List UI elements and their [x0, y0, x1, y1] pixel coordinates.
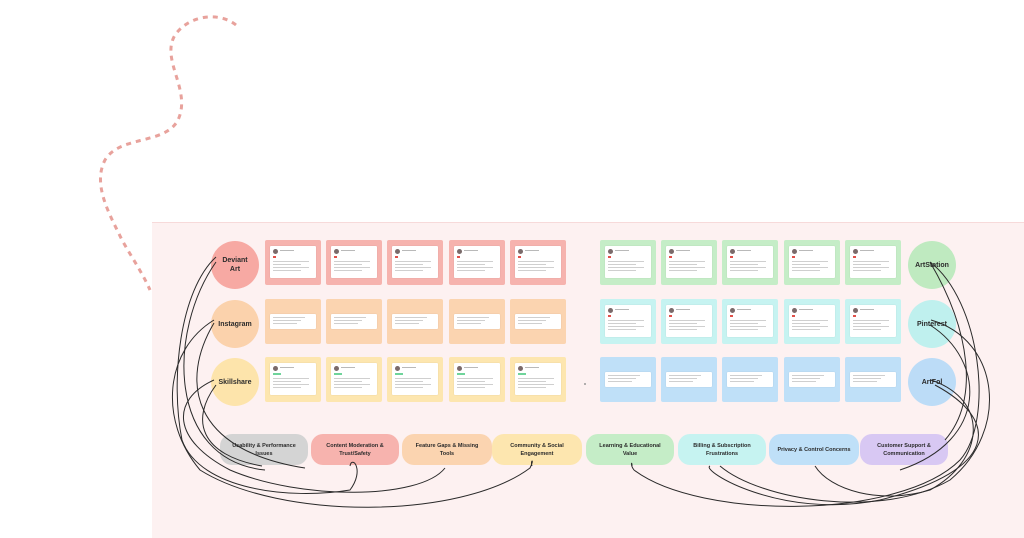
review-card-content	[789, 246, 835, 278]
avatar	[334, 249, 339, 254]
review-card[interactable]	[722, 240, 778, 285]
review-card[interactable]	[449, 299, 505, 344]
avatar	[334, 366, 339, 371]
avatar	[792, 249, 797, 254]
category-community[interactable]: Community & Social Engagement	[492, 434, 582, 465]
review-card[interactable]	[845, 299, 901, 344]
review-card-content	[666, 246, 712, 278]
review-card[interactable]	[265, 357, 321, 402]
platform-pinterest[interactable]: Pinterest	[908, 300, 956, 348]
avatar	[518, 249, 523, 254]
review-card-content	[515, 314, 561, 329]
category-usability[interactable]: Usability & Performance Issues	[220, 434, 308, 465]
review-card-content	[270, 246, 316, 278]
category-feature-gaps[interactable]: Feature Gaps & Missing Tools	[402, 434, 492, 465]
review-card-content	[331, 363, 377, 395]
avatar	[730, 308, 735, 313]
review-card-content	[850, 246, 896, 278]
review-card-content	[666, 372, 712, 387]
review-card[interactable]	[265, 240, 321, 285]
review-card[interactable]	[387, 357, 443, 402]
avatar	[853, 249, 858, 254]
separator-dot	[584, 383, 586, 385]
review-card[interactable]	[326, 240, 382, 285]
review-card[interactable]	[510, 357, 566, 402]
review-card-content	[850, 305, 896, 337]
review-card-content	[331, 314, 377, 329]
review-card[interactable]	[510, 299, 566, 344]
review-card-content	[270, 363, 316, 395]
review-card-content	[454, 314, 500, 329]
review-card[interactable]	[784, 240, 840, 285]
review-card[interactable]	[722, 357, 778, 402]
review-card[interactable]	[449, 357, 505, 402]
avatar	[608, 308, 613, 313]
review-card[interactable]	[722, 299, 778, 344]
review-card[interactable]	[387, 240, 443, 285]
review-card[interactable]	[845, 357, 901, 402]
category-billing[interactable]: Billing & Subscription Frustrations	[678, 434, 766, 465]
platform-artfol[interactable]: ArtFol	[908, 358, 956, 406]
review-card-content	[515, 363, 561, 395]
review-card-content	[605, 305, 651, 337]
category-learning[interactable]: Learning & Educational Value	[586, 434, 674, 465]
avatar	[730, 249, 735, 254]
review-card[interactable]	[265, 299, 321, 344]
review-card[interactable]	[661, 240, 717, 285]
avatar	[608, 249, 613, 254]
review-card-content	[392, 363, 438, 395]
review-card-content	[666, 305, 712, 337]
review-card-content	[454, 363, 500, 395]
avatar	[395, 366, 400, 371]
review-card-content	[850, 372, 896, 387]
avatar	[457, 249, 462, 254]
avatar	[273, 249, 278, 254]
review-card-content	[515, 246, 561, 278]
review-card-content	[605, 246, 651, 278]
platform-instagram[interactable]: Instagram	[211, 300, 259, 348]
avatar	[273, 366, 278, 371]
review-card-content	[727, 305, 773, 337]
platform-artstation[interactable]: ArtStation	[908, 241, 956, 289]
review-card-content	[270, 314, 316, 329]
avatar	[669, 249, 674, 254]
review-card[interactable]	[600, 357, 656, 402]
review-card[interactable]	[387, 299, 443, 344]
platform-deviantart[interactable]: Deviant Art	[211, 241, 259, 289]
review-card-content	[605, 372, 651, 387]
review-card[interactable]	[661, 299, 717, 344]
review-card-content	[454, 246, 500, 278]
review-card-content	[727, 372, 773, 387]
review-card[interactable]	[784, 299, 840, 344]
avatar	[792, 308, 797, 313]
review-card-content	[727, 246, 773, 278]
review-card-content	[331, 246, 377, 278]
avatar	[853, 308, 858, 313]
review-card[interactable]	[449, 240, 505, 285]
review-card-content	[789, 372, 835, 387]
review-card-content	[789, 305, 835, 337]
review-card[interactable]	[600, 240, 656, 285]
review-card[interactable]	[661, 357, 717, 402]
review-card[interactable]	[600, 299, 656, 344]
review-card[interactable]	[326, 357, 382, 402]
review-card-content	[392, 246, 438, 278]
review-card[interactable]	[510, 240, 566, 285]
review-card[interactable]	[784, 357, 840, 402]
review-card[interactable]	[326, 299, 382, 344]
avatar	[518, 366, 523, 371]
category-privacy[interactable]: Privacy & Control Concerns	[769, 434, 859, 465]
avatar	[669, 308, 674, 313]
review-card[interactable]	[845, 240, 901, 285]
review-card-content	[392, 314, 438, 329]
category-support[interactable]: Customer Support & Communication	[860, 434, 948, 465]
avatar	[395, 249, 400, 254]
category-moderation[interactable]: Content Moderation & Trust/Safety	[311, 434, 399, 465]
platform-skillshare[interactable]: Skillshare	[211, 358, 259, 406]
avatar	[457, 366, 462, 371]
